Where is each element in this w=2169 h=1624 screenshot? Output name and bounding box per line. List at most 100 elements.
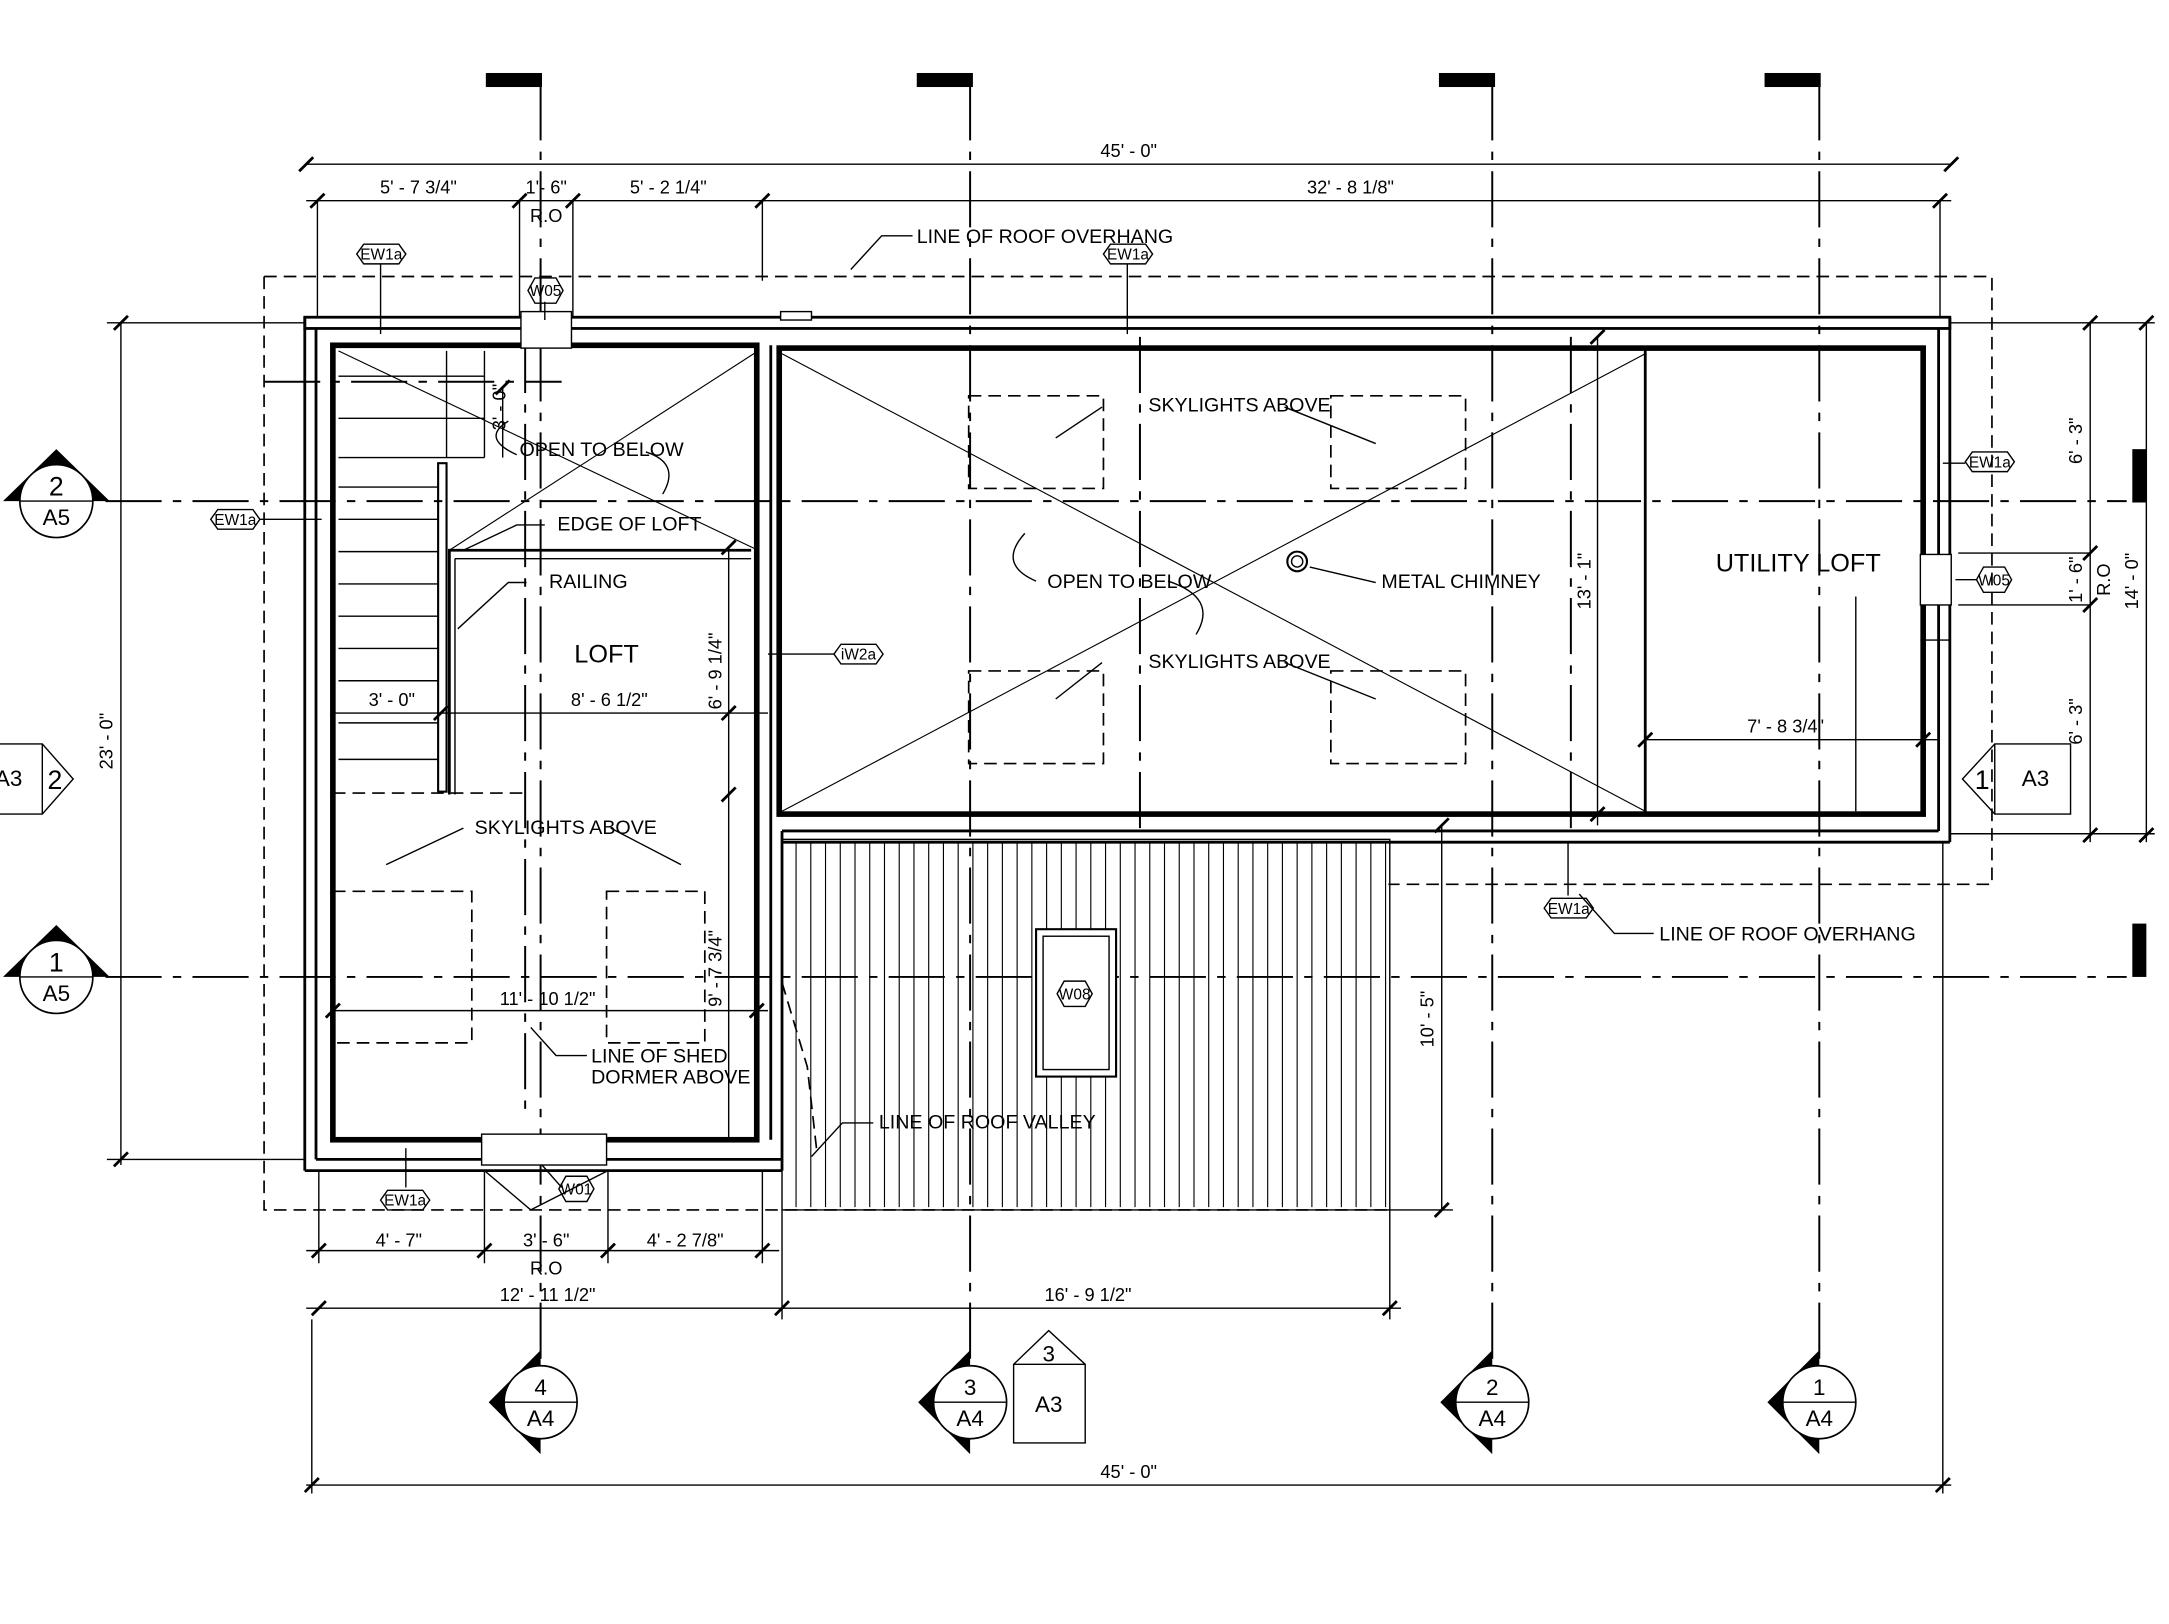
dim-lower-width: 11' - 10 1/2" xyxy=(500,988,596,1009)
dim-top-overall: 45' - 0" xyxy=(1100,140,1157,161)
svg-text:3: 3 xyxy=(1042,1342,1054,1367)
dim-top-seg2: 1'- 6" xyxy=(526,177,567,198)
label-loft: LOFT xyxy=(574,641,639,669)
svg-text:3: 3 xyxy=(964,1375,976,1400)
svg-text:W05: W05 xyxy=(530,283,562,300)
dim-loft-depth: 6' - 9 1/4" xyxy=(705,633,726,710)
leader-lines xyxy=(259,235,1977,1188)
svg-text:2: 2 xyxy=(1486,1375,1498,1400)
tag-iw2a: iW2a xyxy=(833,643,884,665)
tag-ew1a-top-left: EW1a xyxy=(355,243,407,265)
dim-top-seg4: 32' - 8 1/8" xyxy=(1307,177,1394,198)
dim-utility-width: 7' - 8 3/4" xyxy=(1747,716,1824,737)
svg-text:1: 1 xyxy=(49,947,64,977)
label-open-to-below-left: OPEN TO BELOW xyxy=(520,439,685,461)
dim-right-c: 6' - 3" xyxy=(2065,698,2086,744)
svg-text:W01: W01 xyxy=(561,1181,593,1198)
tag-ew1a-bottom-left: EW1a xyxy=(379,1189,431,1211)
dimension-text: 45' - 0" 5' - 7 3/4" 1'- 6" 5' - 2 1/4" … xyxy=(95,140,2141,1482)
dim-bottom-seg1: 4' - 7" xyxy=(376,1229,422,1250)
svg-text:A3: A3 xyxy=(1035,1392,1062,1417)
label-line-of-shed: LINE OF SHED xyxy=(591,1046,727,1068)
svg-text:A4: A4 xyxy=(1806,1406,1833,1431)
dim-left-overall: 23' - 0" xyxy=(95,713,116,770)
grid-caps-top xyxy=(485,72,2147,977)
label-dormer-above: DORMER ABOVE xyxy=(591,1067,750,1089)
tag-ew1a-bottom-center: EW1a xyxy=(1543,897,1595,919)
dim-top-ro: R.O xyxy=(530,205,562,226)
svg-text:W08: W08 xyxy=(1059,986,1091,1003)
tag-ew1a-top-center: EW1a xyxy=(1102,243,1154,265)
label-metal-chimney: METAL CHIMNEY xyxy=(1381,571,1540,593)
plan-labels: LINE OF ROOF OVERHANG LINE OF ROOF OVERH… xyxy=(475,226,1916,1134)
utility-loft xyxy=(1855,596,1950,812)
dim-bottom-seg3: 4' - 2 7/8" xyxy=(647,1229,724,1250)
dim-lower-depth: 9' - 7 3/4" xyxy=(705,930,726,1007)
label-open-to-below-center: OPEN TO BELOW xyxy=(1047,571,1212,593)
callout-section-4-a4: 4 A4 xyxy=(488,1350,578,1455)
wall-tags: EW1a EW1a EW1a EW1a EW1a EW1a iW2a W05 W… xyxy=(209,243,2016,1211)
svg-text:A3: A3 xyxy=(2022,766,2049,791)
svg-text:EW1a: EW1a xyxy=(1548,901,1590,918)
exterior-walls xyxy=(303,310,1952,1173)
svg-text:iW2a: iW2a xyxy=(841,647,877,664)
roof-overhang-lines xyxy=(263,275,1993,1211)
svg-text:A4: A4 xyxy=(956,1406,983,1431)
svg-text:1: 1 xyxy=(1975,765,1990,795)
dim-loft-width: 8' - 6 1/2" xyxy=(571,689,648,710)
label-utility-loft: UTILITY LOFT xyxy=(1716,549,1881,577)
label-skylights-center-bottom: SKYLIGHTS ABOVE xyxy=(1148,651,1330,673)
label-skylights-center-top: SKYLIGHTS ABOVE xyxy=(1148,394,1330,416)
callout-section-2-a4: 2 A4 xyxy=(1440,1350,1530,1455)
svg-text:A5: A5 xyxy=(43,505,70,530)
dim-top-seg1: 5' - 7 3/4" xyxy=(380,177,457,198)
skylights-left xyxy=(332,792,706,1044)
dim-right-ro: R.O xyxy=(2093,563,2114,595)
tag-w01: W01 xyxy=(558,1175,595,1203)
dim-stair-v: 3' - 0" xyxy=(489,384,510,430)
dim-right-a: 6' - 3" xyxy=(2065,418,2086,464)
svg-text:EW1a: EW1a xyxy=(360,247,402,264)
tag-ew1a-right: EW1a xyxy=(1964,451,2016,473)
tag-w08: W08 xyxy=(1056,980,1094,1008)
svg-text:EW1a: EW1a xyxy=(384,1193,426,1210)
label-roof-valley: LINE OF ROOF VALLEY xyxy=(879,1112,1096,1134)
dim-deck-depth: 10' - 5" xyxy=(1416,991,1437,1048)
dim-top-seg3: 5' - 2 1/4" xyxy=(630,177,707,198)
svg-text:1: 1 xyxy=(1813,1375,1825,1400)
svg-text:A4: A4 xyxy=(1479,1406,1506,1431)
svg-text:4: 4 xyxy=(534,1375,546,1400)
callout-section-2-a5: 2 A5 xyxy=(3,449,110,539)
svg-text:A4: A4 xyxy=(527,1406,554,1431)
label-roof-overhang-top: LINE OF ROOF OVERHANG xyxy=(917,226,1173,248)
dim-right-b: 1' - 6" xyxy=(2065,556,2086,602)
svg-text:2: 2 xyxy=(48,765,63,795)
label-edge-of-loft: EDGE OF LOFT xyxy=(557,514,701,536)
label-roof-overhang-bottom: LINE OF ROOF OVERHANG xyxy=(1659,923,1915,945)
dim-bottom-a: 12' - 11 1/2" xyxy=(500,1284,596,1305)
callout-elevation-1-a3: 1 A3 xyxy=(1961,743,2072,815)
tag-w05-right: W05 xyxy=(1975,566,2013,594)
svg-text:EW1a: EW1a xyxy=(1969,454,2011,471)
label-skylights-left: SKYLIGHTS ABOVE xyxy=(475,817,657,839)
svg-text:W05: W05 xyxy=(1978,572,2010,589)
callout-section-1-a4: 1 A4 xyxy=(1767,1350,1857,1455)
svg-text:A3: A3 xyxy=(0,766,22,791)
callout-section-1-a5: 1 A5 xyxy=(3,924,110,1015)
dim-bottom-seg2: 3' - 6" xyxy=(523,1229,569,1250)
center-room xyxy=(781,353,1646,812)
svg-text:EW1a: EW1a xyxy=(1107,247,1149,264)
svg-text:2: 2 xyxy=(49,471,64,501)
deck xyxy=(781,838,1391,1211)
tag-ew1a-left: EW1a xyxy=(209,508,261,530)
dim-bottom-b: 16' - 9 1/2" xyxy=(1045,1284,1132,1305)
dimension-lines xyxy=(106,156,2155,1494)
callout-section-3-a4: 3 A4 xyxy=(918,1350,1008,1455)
dim-bottom-overall: 45' - 0" xyxy=(1100,1461,1157,1482)
dim-stair-h: 3' - 0" xyxy=(369,689,415,710)
callout-elevation-3-a3: 3 A3 xyxy=(1012,1329,1086,1444)
metal-chimney-icon xyxy=(1286,550,1309,573)
tag-w05-top: W05 xyxy=(527,277,564,304)
dim-center-height: 13' - 1" xyxy=(1574,553,1595,610)
